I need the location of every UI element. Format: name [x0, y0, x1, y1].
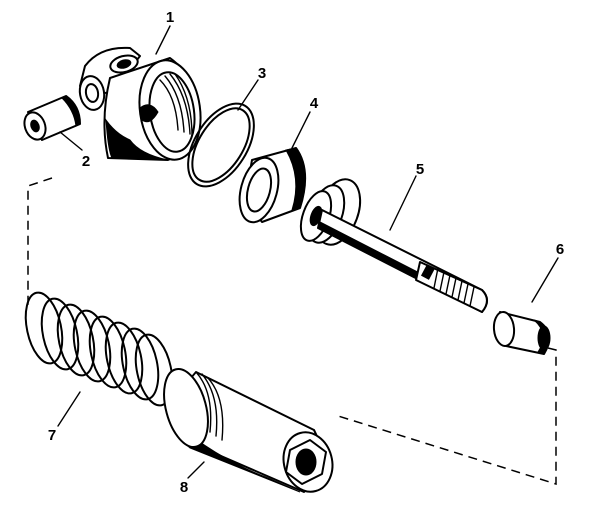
leader-8: [187, 461, 205, 479]
label-part-4: 4: [310, 95, 319, 112]
part-2-sleeve: [23, 95, 81, 141]
label-part-7: 7: [48, 427, 56, 444]
leader-1: [155, 25, 171, 55]
leader-5: [389, 175, 417, 231]
label-part-8: 8: [180, 479, 188, 496]
part-5-shaft: [299, 178, 488, 313]
leader-3: [237, 79, 259, 111]
leader-6: [531, 257, 559, 303]
label-part-2: 2: [82, 153, 90, 170]
label-part-6: 6: [556, 241, 564, 258]
label-part-3: 3: [258, 65, 266, 82]
part-4-spacer-ring: [238, 147, 307, 224]
label-part-1: 1: [166, 9, 174, 26]
leader-4: [291, 111, 311, 149]
part-number-labels: 1 2 3 4 5 6 7 8: [48, 9, 564, 496]
part-3-o-ring: [187, 102, 255, 188]
assembly-dashed-line: [27, 177, 557, 486]
label-part-5: 5: [416, 161, 424, 178]
leader-2: [59, 131, 83, 151]
part-8-adjuster-body: [163, 368, 334, 493]
leader-lines: [57, 25, 559, 479]
part-7-spring: [24, 291, 174, 407]
part-6-bush: [492, 311, 551, 355]
part-1-banjo-cap: [78, 46, 202, 161]
leader-7: [57, 391, 81, 427]
